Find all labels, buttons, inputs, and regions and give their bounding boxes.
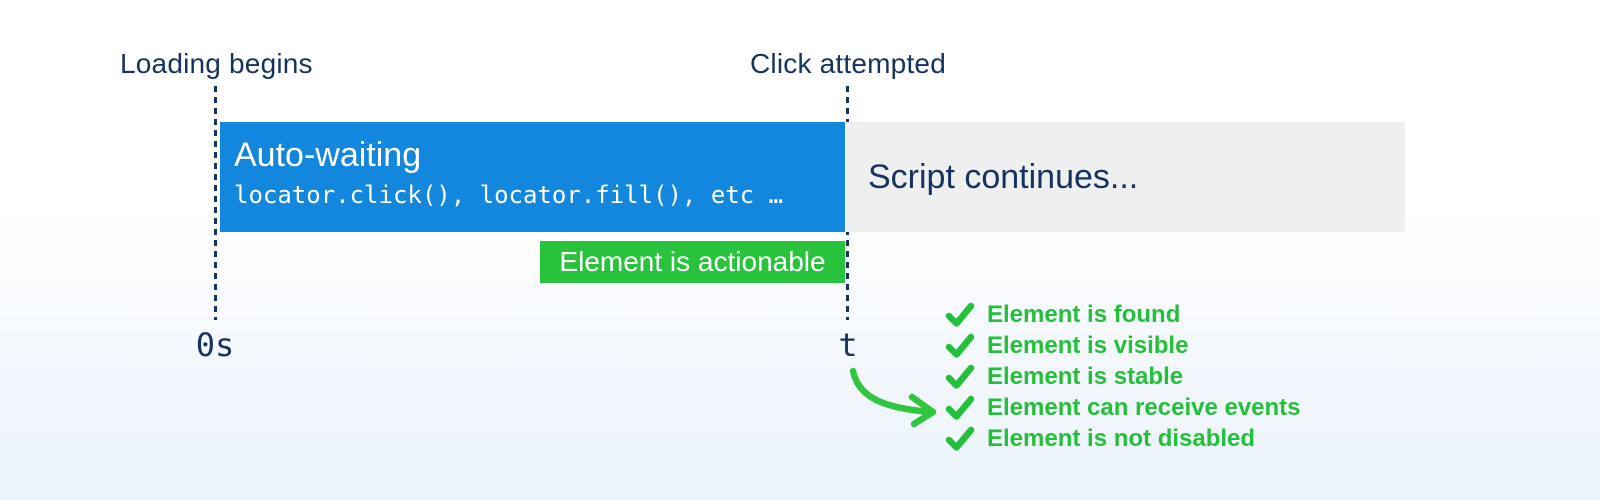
timeline-start-marker-line	[214, 86, 217, 320]
checkmark-icon	[945, 333, 975, 358]
checklist-item-label: Element can receive events	[987, 393, 1301, 421]
checklist-item-label: Element is not disabled	[987, 424, 1256, 452]
checklist-item-label: Element is stable	[987, 362, 1184, 390]
element-actionable-badge: Element is actionable	[540, 241, 845, 283]
checkmark-icon	[945, 302, 975, 327]
loading-begins-label: Loading begins	[120, 48, 313, 79]
script-continues-box: Script continues...	[846, 122, 1405, 232]
curved-arrow-icon	[849, 367, 937, 428]
click-attempted-label: Click attempted	[750, 48, 946, 79]
checklist-item-label: Element is visible	[987, 331, 1189, 359]
checklist-item: Element is found	[945, 299, 1301, 330]
checkmark-icon	[945, 426, 975, 451]
checklist-item: Element is not disabled	[945, 423, 1301, 454]
checkmark-icon	[945, 364, 975, 389]
checklist-item: Element is visible	[945, 330, 1301, 361]
checklist-item-label: Element is found	[987, 300, 1181, 328]
auto-waiting-code-text: locator.click(), locator.fill(), etc …	[234, 181, 784, 209]
checklist-item: Element can receive events	[945, 392, 1301, 423]
time-t-label: t	[838, 326, 858, 364]
checkmark-icon	[945, 395, 975, 420]
script-continues-label: Script continues...	[868, 157, 1139, 196]
actionability-checklist: Element is found Element is visible Elem…	[945, 299, 1301, 454]
time-zero-label: 0s	[195, 326, 235, 364]
checklist-item: Element is stable	[945, 361, 1301, 392]
auto-waiting-box: Auto-waiting locator.click(), locator.fi…	[220, 122, 845, 232]
auto-waiting-title: Auto-waiting	[234, 136, 422, 174]
